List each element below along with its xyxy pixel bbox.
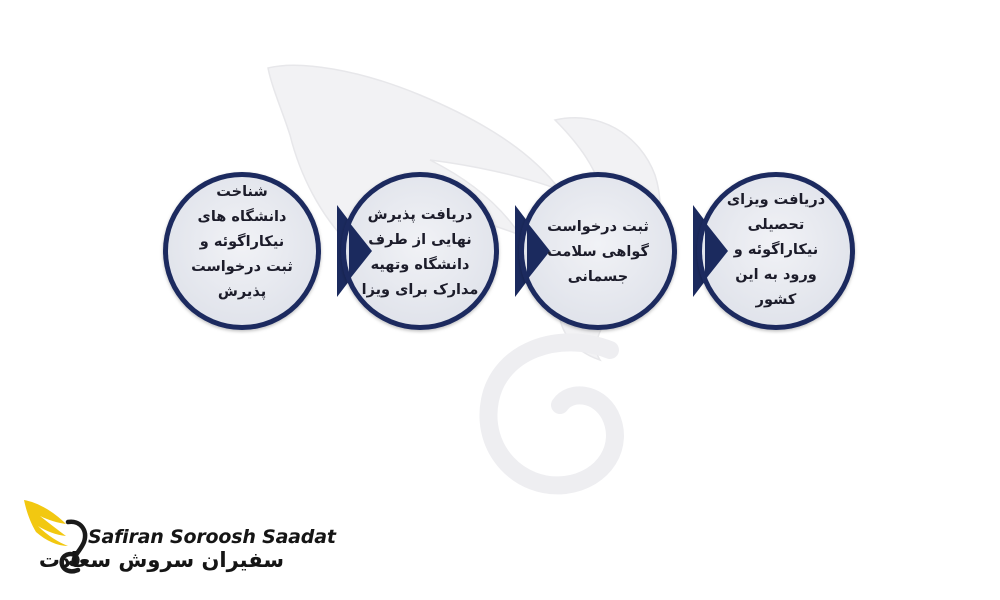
brand-logo: Safiran Soroosh Saadat سفیران سروش سعادت bbox=[22, 496, 336, 580]
step-1-text: شناخت دانشگاه های نیکاراگوئه و ثبت درخوا… bbox=[191, 184, 293, 300]
step-circle-2 bbox=[341, 172, 499, 330]
step-circle-3 bbox=[519, 172, 677, 330]
step-circle-1 bbox=[163, 172, 321, 330]
connector-arrow-tip-3 bbox=[705, 222, 728, 280]
logo-persian-text: سفیران سروش سعادت bbox=[38, 548, 284, 572]
wing-icon bbox=[24, 500, 88, 574]
step-2-text: دریافت پذیرش نهایی از طرف دانشگاه وتهیه … bbox=[361, 207, 479, 298]
connector-arrow-tip-2 bbox=[527, 222, 550, 280]
connector-arrow-tip-1 bbox=[349, 222, 372, 280]
step-4-text: دریافت ویزای تحصیلی نیکاراگوئه و ورود به… bbox=[726, 192, 826, 308]
step-3-text: ثبت درخواست گواهی سلامت جسمانی bbox=[547, 219, 649, 285]
step-circle-4 bbox=[697, 172, 855, 330]
logo-latin-text: Safiran Soroosh Saadat bbox=[88, 526, 336, 548]
